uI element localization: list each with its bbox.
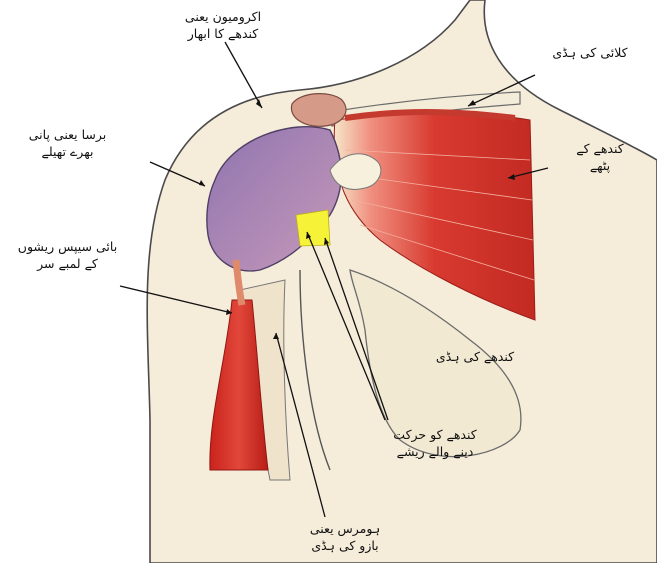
label-acromion: اکرومیون یعنی کندھے کا ابھار [168,8,278,42]
label-deltoid: کندھے کے پٹھے [555,140,645,174]
label-rotator-cuff: کندھے کو حرکت دینے والے ریشے [370,426,500,460]
label-bursa: برسا یعنی پانی بھرے تھیلے [0,126,135,160]
acromion-shape [291,94,346,127]
body-silhouette [147,0,657,563]
label-humerus: ہومرس یعنی بازو کی ہڈی [290,520,400,554]
label-clavicle: کلائی کی ہڈی [540,44,640,61]
label-scapula: کندھے کی ہڈی [420,348,530,365]
label-biceps-tendon: بائی سیپس ریشوں کے لمبے سر [0,238,135,272]
